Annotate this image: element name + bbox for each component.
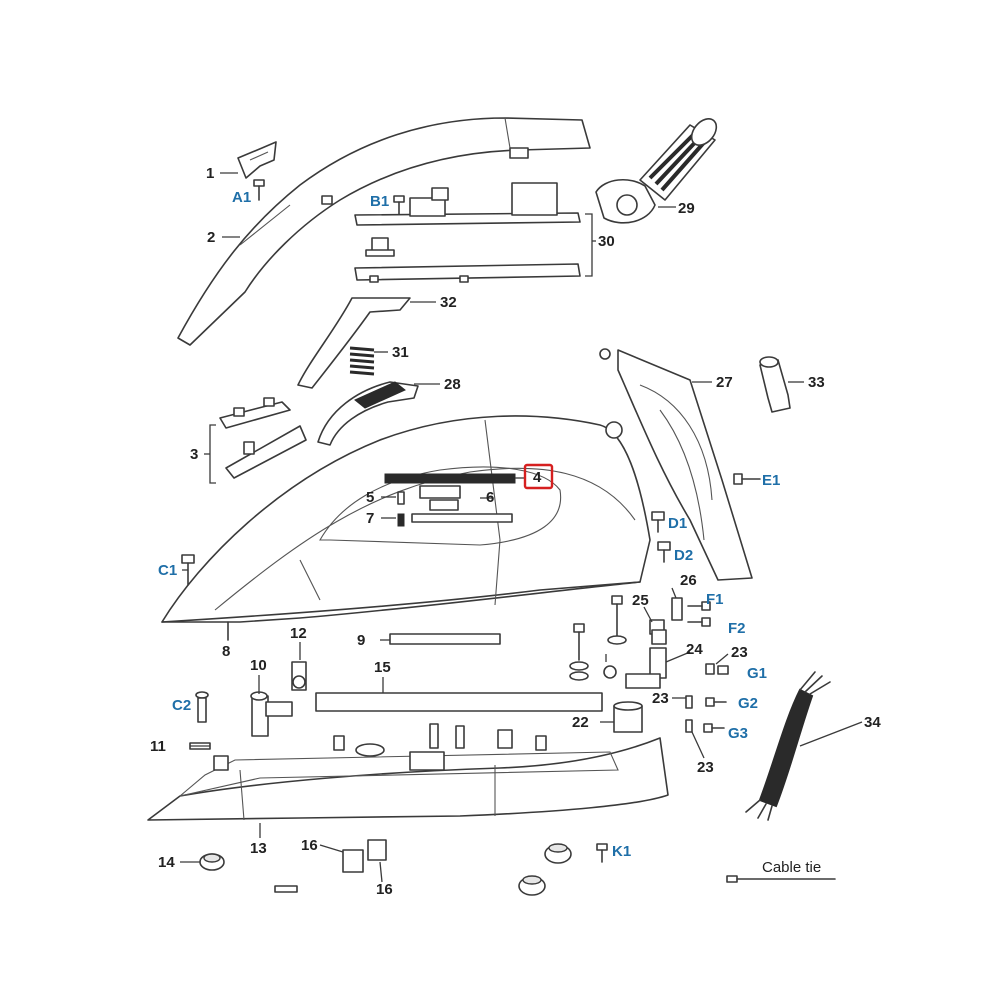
part-9-shaft xyxy=(380,633,501,645)
label-23-c: 23 xyxy=(697,759,714,776)
label-g2: G2 xyxy=(738,695,758,712)
label-7: 7 xyxy=(366,510,374,527)
label-30: 30 xyxy=(598,233,615,250)
label-b1: B1 xyxy=(370,193,389,210)
part-15-bar xyxy=(315,692,603,712)
label-12: 12 xyxy=(290,625,307,642)
part-29-cord-strain-relief xyxy=(595,118,718,224)
part-7-pin xyxy=(397,513,405,527)
rubber-feet xyxy=(274,843,572,896)
label-a1: A1 xyxy=(232,189,251,206)
part-14-foot xyxy=(199,853,225,871)
part-22-pump xyxy=(613,701,643,733)
label-g3: G3 xyxy=(728,725,748,742)
part-25-valve xyxy=(649,619,667,645)
label-14: 14 xyxy=(158,854,175,871)
part-5-pin xyxy=(397,491,405,505)
highlight-box-4 xyxy=(523,463,554,490)
label-d2: D2 xyxy=(674,547,693,564)
part-28-steam-slider xyxy=(317,381,419,446)
label-f1: F1 xyxy=(706,591,724,608)
label-6: 6 xyxy=(486,489,494,506)
part-32-bracket xyxy=(297,297,411,389)
leader-lines xyxy=(180,172,863,883)
screw-c2 xyxy=(195,691,209,723)
label-29: 29 xyxy=(678,200,695,217)
part-labels: 1 A1 2 B1 29 30 32 31 28 27 33 3 4 5 6 7… xyxy=(150,165,881,898)
part-34-wiring-harness xyxy=(745,671,831,821)
part-27-rear-cover xyxy=(599,348,753,581)
part-1-clip xyxy=(237,141,277,179)
label-27: 27 xyxy=(716,374,733,391)
center-post-assembly xyxy=(569,595,627,681)
label-23-a: 23 xyxy=(731,644,748,661)
label-23-b: 23 xyxy=(652,690,669,707)
label-4: 4 xyxy=(533,469,542,486)
screw-k1 xyxy=(596,843,608,863)
part-4-element xyxy=(384,473,524,484)
label-28: 28 xyxy=(444,376,461,393)
part-31-spring xyxy=(349,346,375,376)
label-32: 32 xyxy=(440,294,457,311)
screw-d1 xyxy=(651,511,665,533)
label-24: 24 xyxy=(686,641,703,658)
label-3: 3 xyxy=(190,446,198,463)
label-34: 34 xyxy=(864,714,881,731)
screw-c1 xyxy=(181,554,195,586)
part-23-screw-set xyxy=(685,663,729,733)
label-10: 10 xyxy=(250,657,267,674)
part-26-bracket xyxy=(671,597,683,621)
label-15: 15 xyxy=(374,659,391,676)
part-30-pcb-assembly xyxy=(354,182,581,283)
label-k1: K1 xyxy=(612,843,631,860)
label-2: 2 xyxy=(207,229,215,246)
label-f2: F2 xyxy=(728,620,746,637)
label-9: 9 xyxy=(357,632,365,649)
label-16-b: 16 xyxy=(376,881,393,898)
label-26: 26 xyxy=(680,572,697,589)
label-cable-tie: Cable tie xyxy=(762,859,821,876)
part-33-plug-cap xyxy=(759,356,791,413)
label-d1: D1 xyxy=(668,515,687,532)
part-6-thermostat xyxy=(411,485,513,523)
label-c1: C1 xyxy=(158,562,177,579)
label-25: 25 xyxy=(632,592,649,609)
part-24-elbow xyxy=(625,647,667,689)
part-16-pads xyxy=(342,839,387,873)
part-2-handle-cover xyxy=(177,117,591,346)
part-10-tee-connector xyxy=(250,691,293,737)
label-e1: E1 xyxy=(762,472,780,489)
label-11: 11 xyxy=(150,738,166,755)
label-13: 13 xyxy=(250,840,267,857)
screw-b1 xyxy=(393,195,405,215)
label-16-a: 16 xyxy=(301,837,318,854)
screw-e1 xyxy=(733,473,761,485)
label-33: 33 xyxy=(808,374,825,391)
label-c2: C2 xyxy=(172,697,191,714)
iron-housing xyxy=(161,415,651,623)
screws-f1-f2 xyxy=(687,601,711,627)
screw-a1 xyxy=(253,179,265,201)
label-31: 31 xyxy=(392,344,409,361)
part-13-soleplate xyxy=(147,723,669,821)
label-8: 8 xyxy=(222,643,230,660)
label-g1: G1 xyxy=(747,665,767,682)
label-22: 22 xyxy=(572,714,589,731)
part-3-buttons xyxy=(219,397,307,479)
cable-tie xyxy=(726,875,836,883)
label-5: 5 xyxy=(366,489,374,506)
screw-d2 xyxy=(657,541,671,563)
part-12-clip xyxy=(291,661,307,691)
label-1: 1 xyxy=(206,165,214,182)
